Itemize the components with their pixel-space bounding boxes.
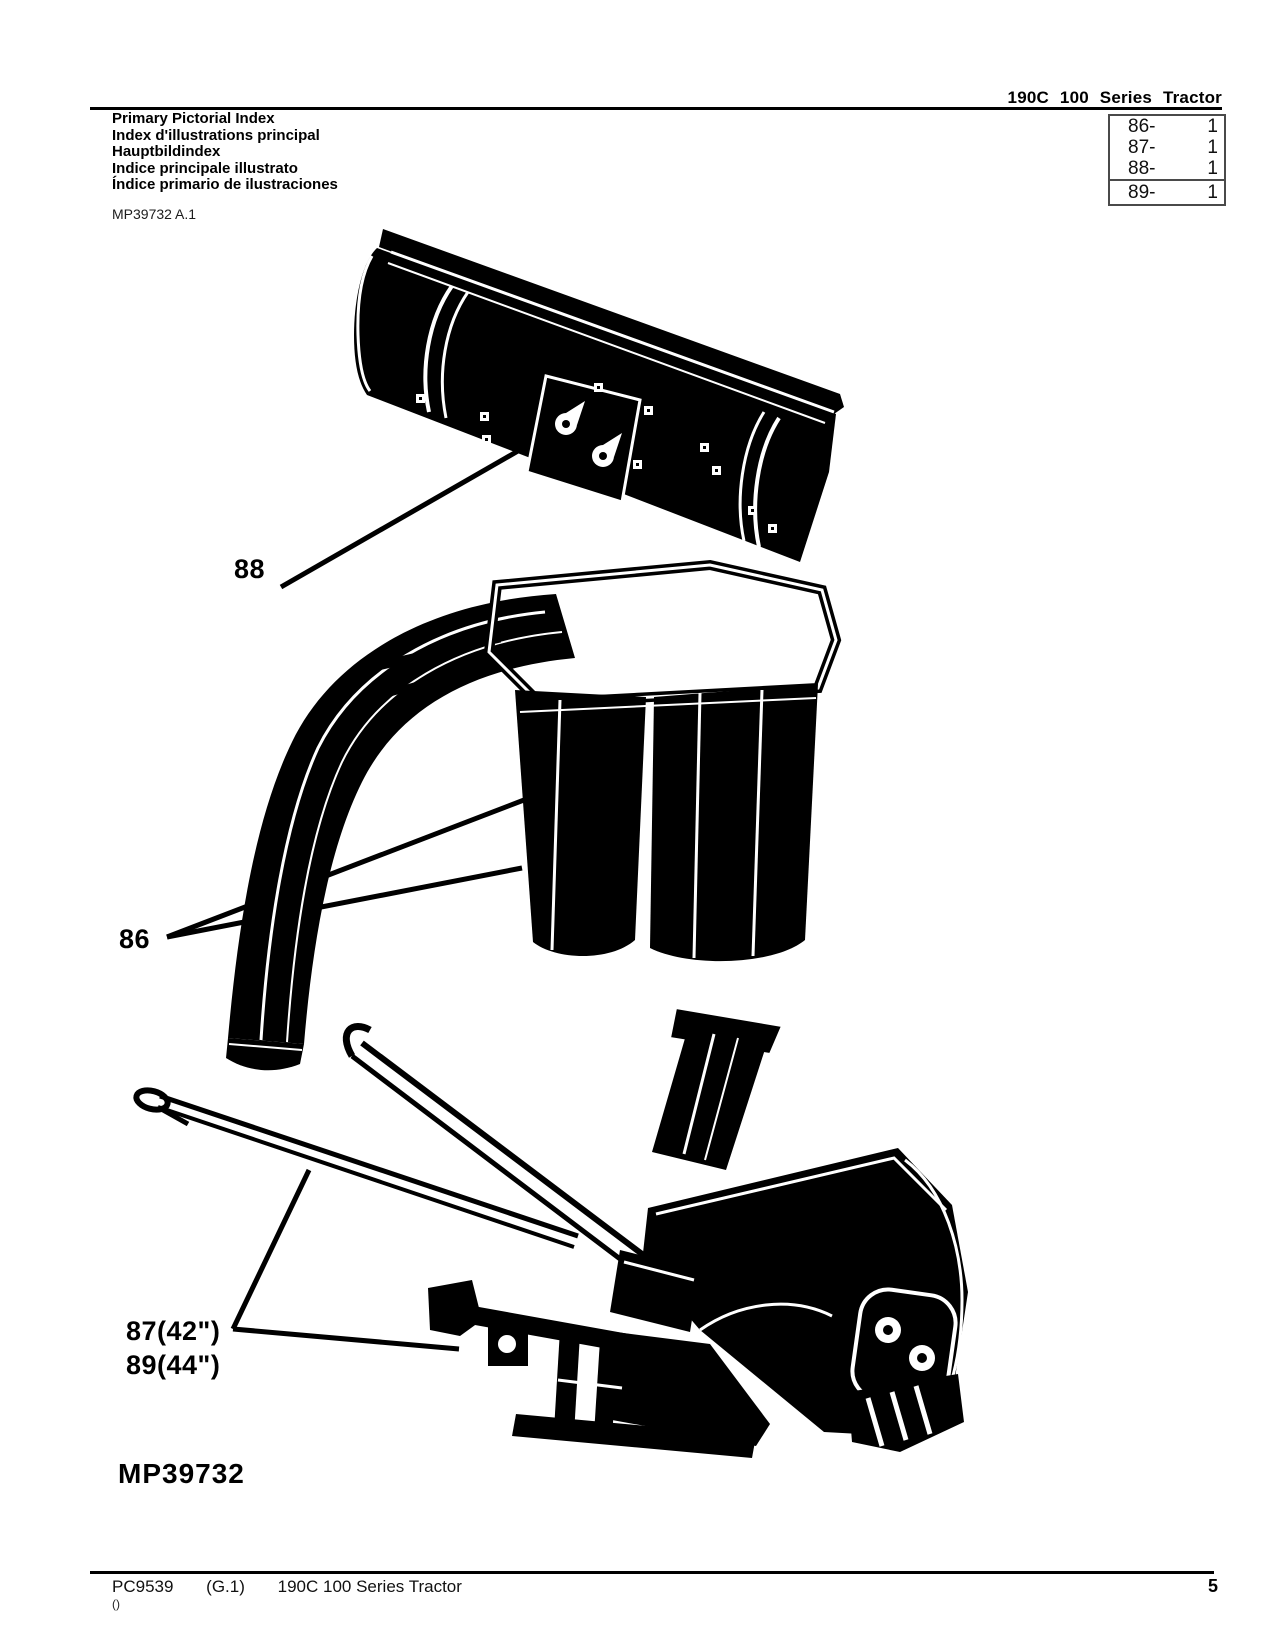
snow-blower-figure (133, 1006, 968, 1458)
section-number: 87- (1128, 136, 1156, 158)
section-number: 89- (1128, 181, 1156, 203)
section-page: 1 (1207, 115, 1218, 137)
table-row: 88- 1 (1110, 158, 1224, 179)
footer-doc-number: PC9539 (112, 1577, 174, 1596)
callout-label-87: 87(42") (126, 1316, 221, 1346)
section-title-es: Índice primario de ilustraciones (112, 176, 338, 193)
table-row: 86- 1 (1110, 116, 1224, 137)
figure-reference: MP39732 A.1 (112, 206, 197, 222)
leader-line-88 (279, 448, 520, 590)
table-row: 89- 1 (1110, 179, 1224, 204)
section-page: 1 (1207, 136, 1218, 158)
callout-label-86: 86 (119, 924, 151, 954)
section-page: 1 (1207, 157, 1218, 179)
header-rule (90, 107, 1222, 110)
section-index-table: 86- 1 87- 1 88- 1 89- 1 (1108, 114, 1226, 206)
footer-sub-note: () (112, 1597, 120, 1611)
leader-line-86-lower (166, 865, 523, 940)
footer-line: PC9539 (G.1) 190C 100 Series Tractor (112, 1577, 462, 1597)
table-row: 87- 1 (1110, 137, 1224, 158)
page-header-title: 190C 100 Series Tractor (1007, 88, 1222, 107)
section-title-block: Primary Pictorial Index Index d'illustra… (112, 110, 338, 194)
leader-line-87-lower (232, 1326, 460, 1352)
section-number: 86- (1128, 115, 1156, 137)
blower-handlebar (342, 1023, 652, 1276)
callout-label-88: 88 (234, 554, 266, 584)
leader-line-86-upper (166, 792, 538, 940)
footer-title: 190C 100 Series Tractor (277, 1577, 462, 1596)
blower-discharge-chute (652, 1006, 784, 1170)
blower-lift-rod (133, 1087, 579, 1249)
snow-blade-figure (279, 229, 844, 590)
footer-section: (G.1) (206, 1577, 245, 1596)
callout-label-89: 89(44") (126, 1350, 221, 1380)
grass-bagger-figure (166, 559, 842, 1071)
section-title-it: Indice principale illustrato (112, 159, 298, 177)
bagger-left-bin (515, 690, 646, 956)
figure-id: MP39732 (118, 1458, 245, 1489)
section-title-en: Primary Pictorial Index (112, 110, 275, 127)
bagger-right-bin (650, 684, 818, 962)
page-number: 5 (1207, 1576, 1218, 1596)
blade-mount-plate (525, 374, 642, 504)
leader-line-87-upper (230, 1168, 312, 1331)
blower-auger-housing (642, 1148, 968, 1452)
section-title-fr: Index d'illustrations principal (112, 126, 320, 144)
footer-rule (90, 1571, 1214, 1574)
section-page: 1 (1207, 181, 1218, 203)
section-number: 88- (1128, 157, 1156, 179)
section-title-de: Hauptbildindex (112, 143, 221, 160)
blower-frame-assembly (428, 1250, 770, 1458)
bagger-chute (228, 594, 575, 1044)
